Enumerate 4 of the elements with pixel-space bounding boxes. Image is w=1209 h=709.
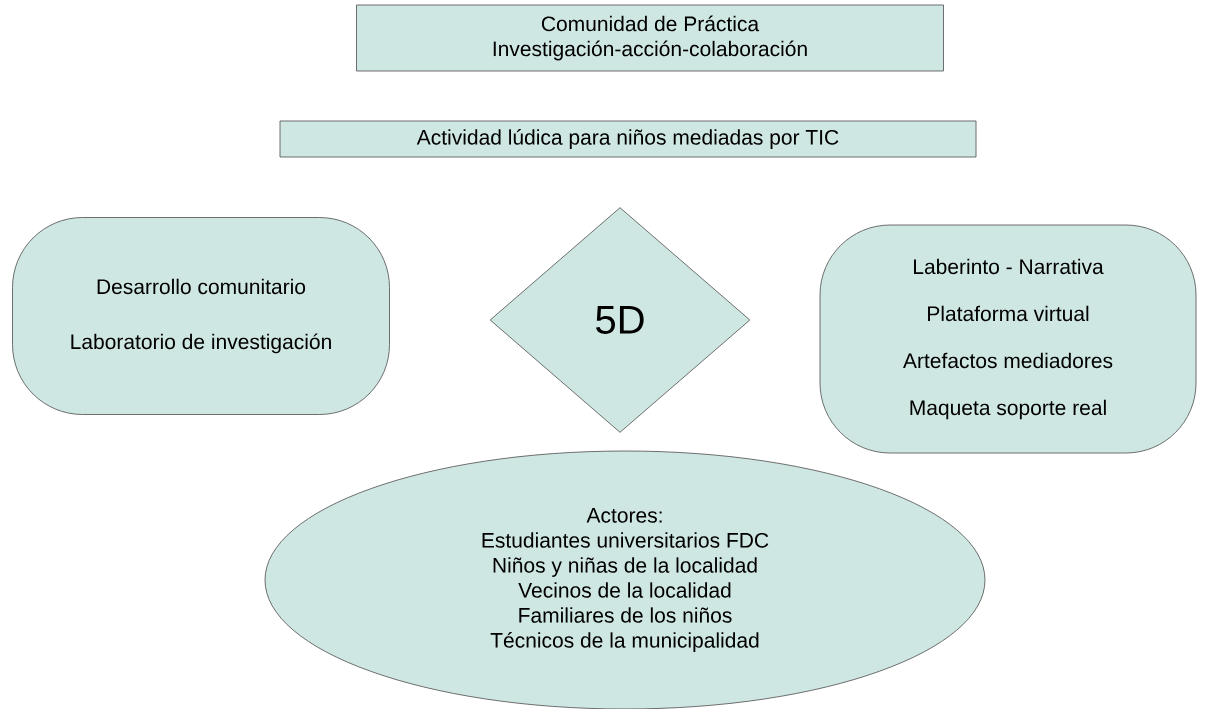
process-box: Comunidad de Práctica Investigación-acción-colaboración [356, 4, 944, 72]
rounded-box: Laberinto - Narrativa Plataforma virtual Artefactos mediadores Maqueta soporte real [819, 224, 1197, 454]
rounded-box: Desarrollo comunitario Laboratorio de investigación [12, 217, 390, 415]
process-box: Actividad lúdica para niños mediadas por TIC [279, 120, 977, 158]
